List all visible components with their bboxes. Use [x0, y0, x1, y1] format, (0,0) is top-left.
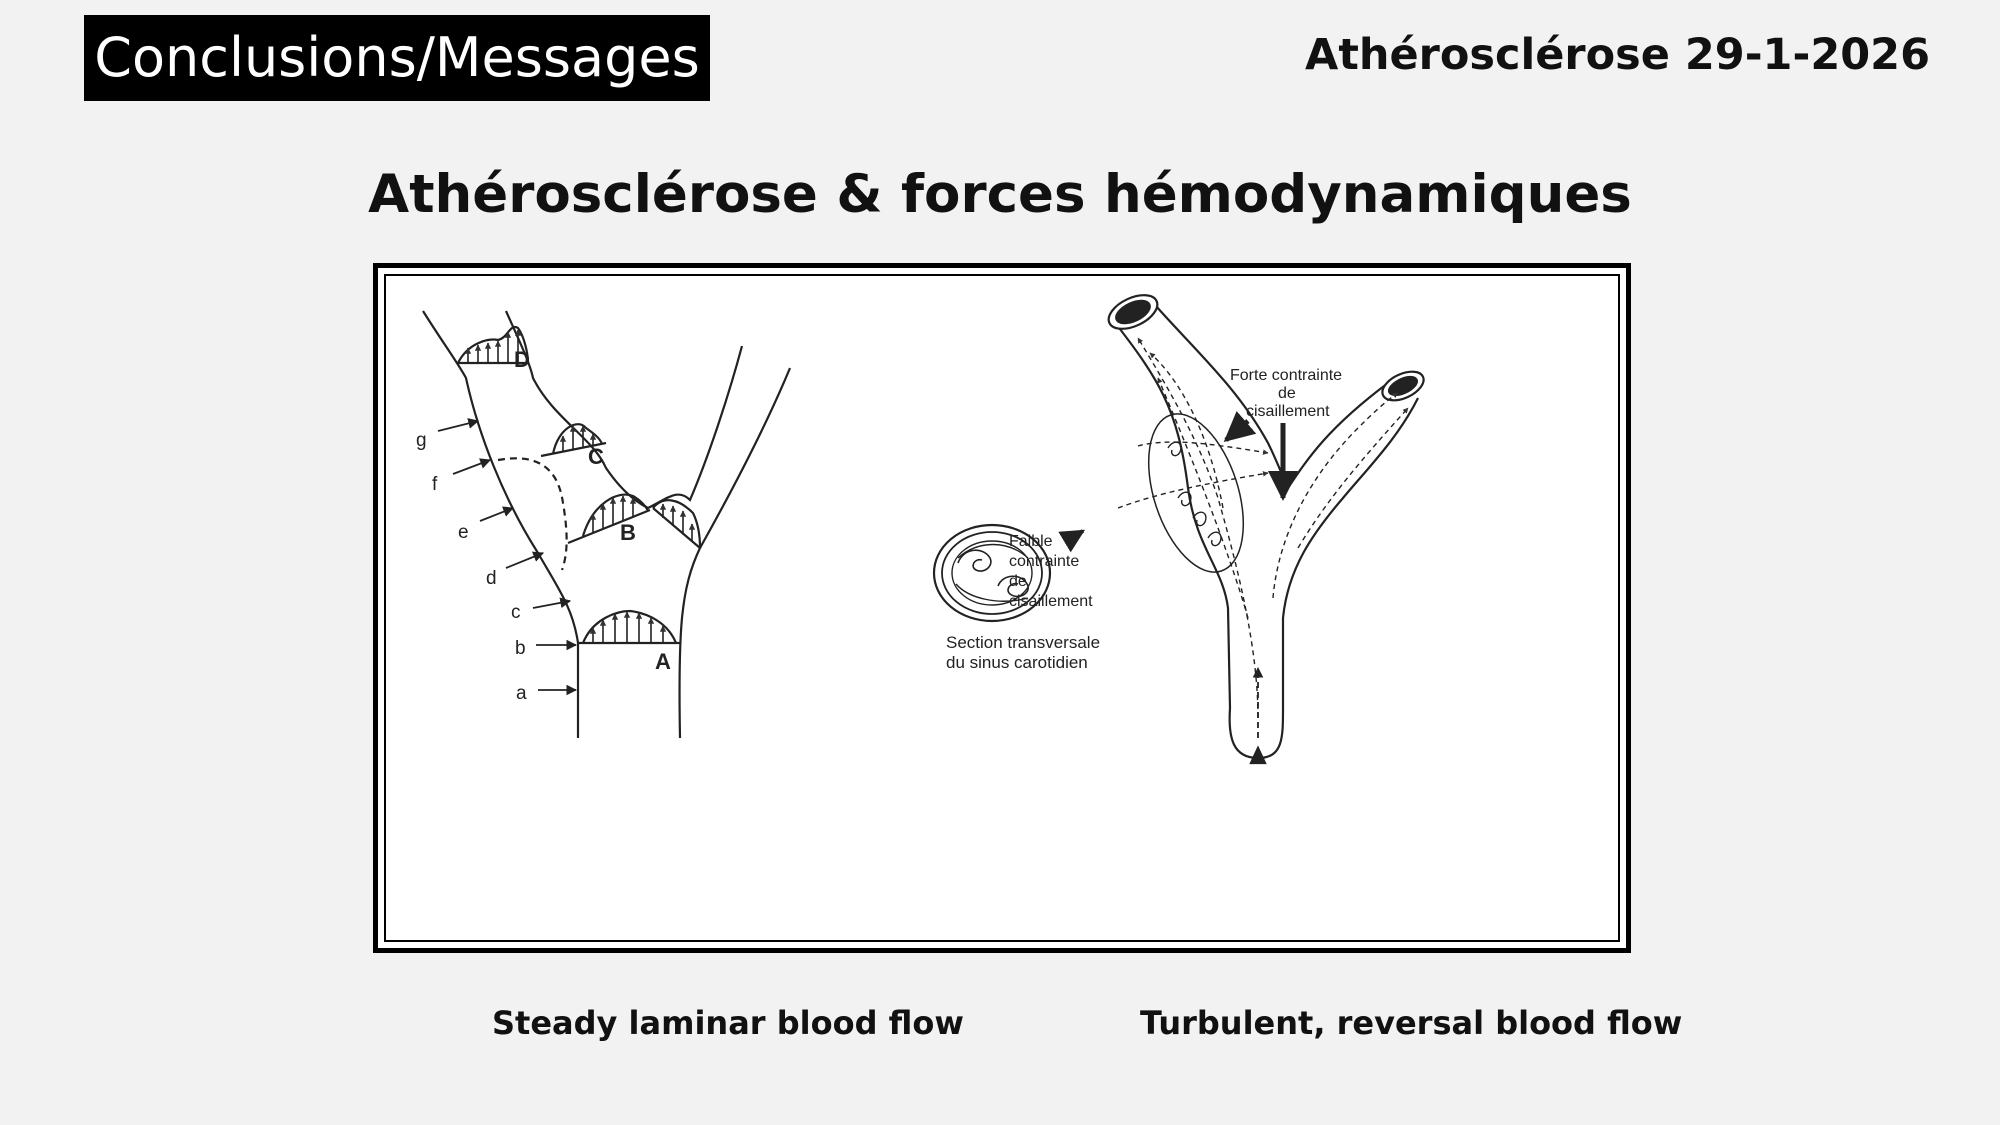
- wall-label-g: g: [416, 430, 427, 451]
- vessel-wall-left: [422, 310, 580, 738]
- low-shear-label-line1: Faible: [1009, 533, 1053, 550]
- figure-frame: D C B A g f e d c b a Section transversa…: [373, 263, 1631, 953]
- internal-branch-outer-wall: [1112, 319, 1285, 760]
- slide-title: Athérosclérose & forces hémodynamiques: [368, 164, 1632, 225]
- hemodynamics-figure: D C B A g f e d c b a Section transversa…: [416, 294, 1425, 765]
- profile-label-b: B: [620, 520, 636, 545]
- wall-label-d: d: [486, 568, 497, 589]
- high-shear-label-line2: de: [1278, 385, 1296, 402]
- figure-inner-border: [384, 274, 1620, 942]
- course-title: Athérosclérose 29-1-2026: [1305, 30, 1930, 80]
- profile-label-d: D: [514, 347, 530, 372]
- external-branch-inner-wall: [1287, 382, 1389, 489]
- high-shear-label-line3: cisaillement: [1246, 403, 1330, 420]
- flow-separation-dashed: [497, 457, 568, 571]
- sinus-recirculation-zone: [1147, 413, 1245, 573]
- left-panel-labels: D C B A: [514, 347, 671, 674]
- wall-label-c: c: [511, 602, 521, 623]
- profile-label-c: C: [588, 444, 604, 469]
- carotid-sinus-cross-section: [932, 523, 1052, 623]
- wall-label-a: a: [516, 683, 527, 704]
- laminar-bifurcation-diagram: [422, 310, 792, 739]
- wall-label-e: e: [458, 522, 469, 543]
- external-branch-outer-wall: [1281, 397, 1419, 708]
- low-shear-label-line3: de: [1009, 573, 1027, 590]
- cross-section-label: Section transversale du sinus carotidien: [946, 633, 1100, 672]
- shear-labels: Forte contrainte de cisaillement Faible …: [1009, 367, 1342, 610]
- low-shear-label-line4: cisaillement: [1009, 593, 1093, 610]
- vessel-wall-inner-branch: [504, 310, 744, 510]
- profile-label-a: A: [655, 649, 671, 674]
- wall-label-b: b: [515, 638, 526, 659]
- cross-section-label-line1: Section transversale: [946, 633, 1100, 652]
- wall-labels: g f e d c b a: [416, 430, 527, 704]
- caption-laminar-flow: Steady laminar blood flow: [492, 1004, 964, 1042]
- caption-turbulent-flow: Turbulent, reversal blood flow: [1140, 1004, 1683, 1042]
- vessel-wall-right-branch: [678, 367, 792, 739]
- internal-branch-inner-wall: [1155, 305, 1289, 489]
- section-tag: Conclusions/Messages: [84, 15, 710, 101]
- cross-section-label-line2: du sinus carotidien: [946, 653, 1088, 672]
- high-shear-label-line1: Forte contrainte: [1230, 367, 1342, 384]
- turbulent-bifurcation-diagram: [1058, 294, 1425, 765]
- wall-label-f: f: [432, 474, 438, 495]
- low-shear-label-line2: contrainte: [1009, 553, 1079, 570]
